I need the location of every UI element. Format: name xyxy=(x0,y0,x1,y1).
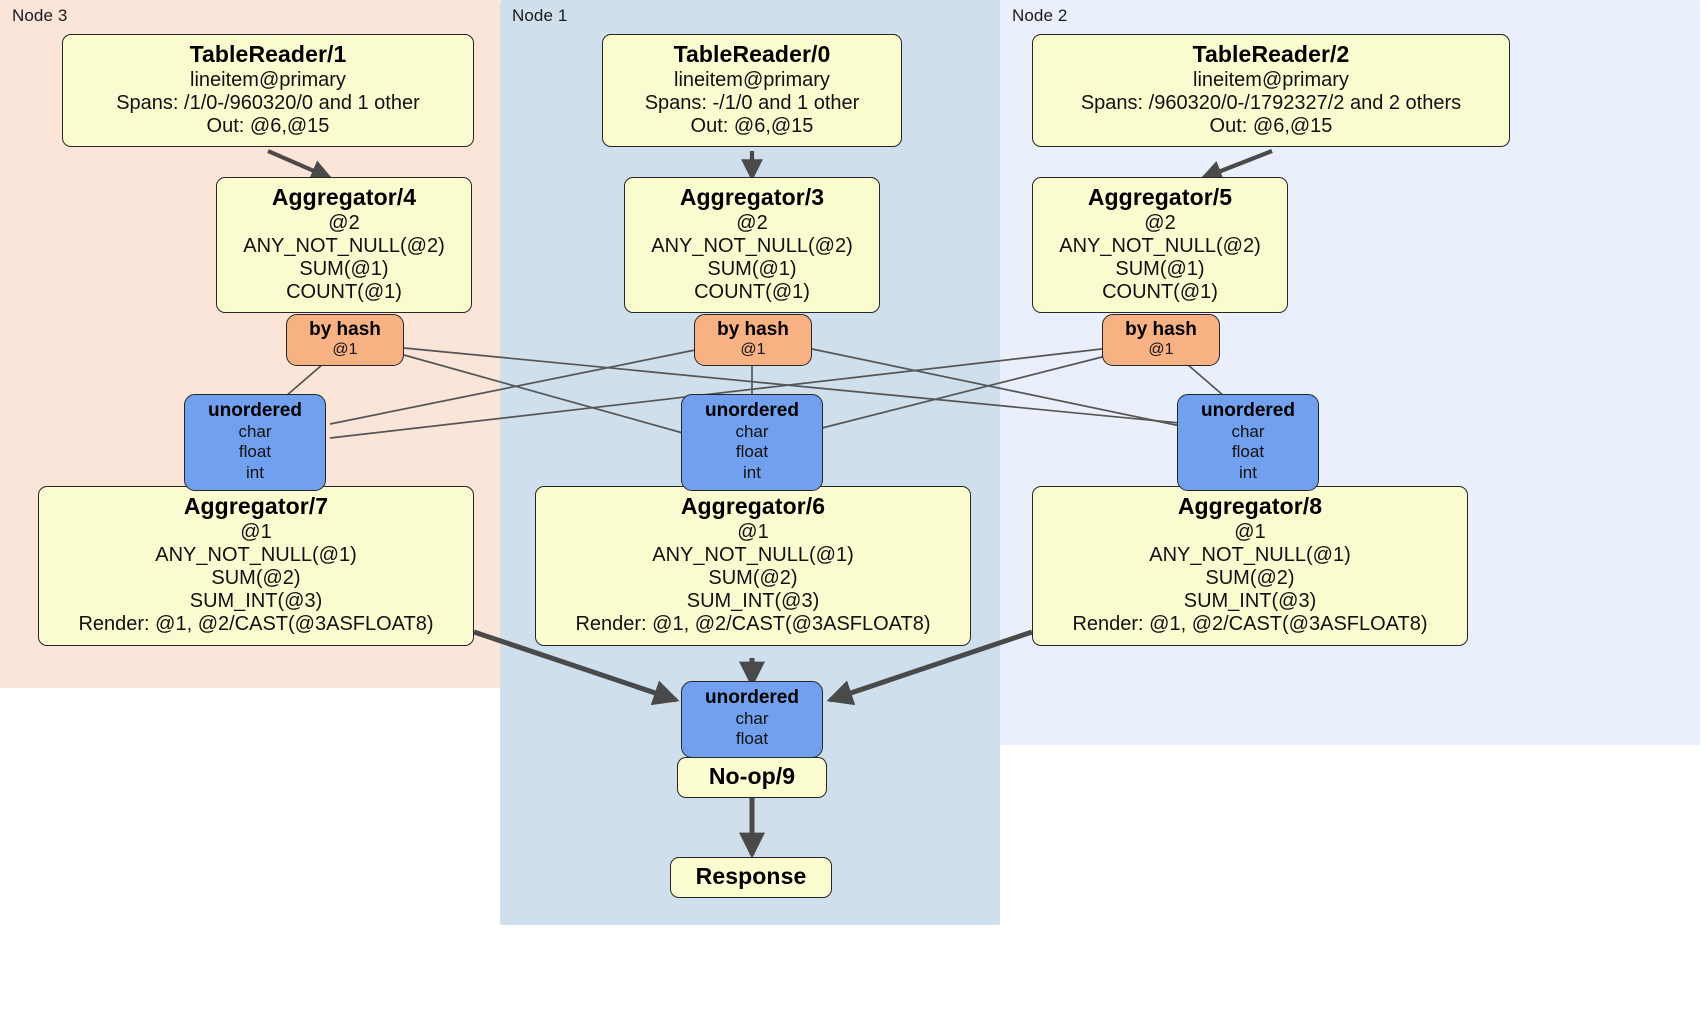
router-title: by hash xyxy=(1125,319,1197,340)
processor-aggregator-5[interactable]: Aggregator/5 @2 ANY_NOT_NULL(@2) SUM(@1)… xyxy=(1032,177,1288,314)
processor-line: @1 xyxy=(737,520,769,543)
processor-title: Aggregator/4 xyxy=(271,184,417,210)
router-by-hash-right[interactable]: by hash @1 xyxy=(1102,314,1220,367)
processor-aggregator-3[interactable]: Aggregator/3 @2 ANY_NOT_NULL(@2) SUM(@1)… xyxy=(624,177,880,314)
processor-line: SUM(@2) xyxy=(211,567,301,590)
processor-line: Out: @6,@15 xyxy=(1209,115,1333,138)
node-panel-label-node2: Node 2 xyxy=(1012,6,1068,25)
processor-response[interactable]: Response xyxy=(670,857,832,898)
processor-table-reader-1[interactable]: TableReader/1 lineitem@primary Spans: /1… xyxy=(62,34,474,148)
processor-aggregator-8[interactable]: Aggregator/8 @1 ANY_NOT_NULL(@1) SUM(@2)… xyxy=(1032,486,1468,646)
router-title: by hash xyxy=(717,319,789,340)
router-line: @1 xyxy=(332,340,358,358)
processor-line: Out: @6,@15 xyxy=(206,115,330,138)
processor-line: lineitem@primary xyxy=(190,68,346,91)
router-line: @1 xyxy=(740,340,766,358)
processor-noop-9[interactable]: No-op/9 xyxy=(677,757,827,798)
synchronizer-line: float xyxy=(238,442,272,462)
processor-title: Aggregator/6 xyxy=(680,493,826,519)
processor-line: ANY_NOT_NULL(@1) xyxy=(1149,543,1351,566)
synchronizer-line: float xyxy=(735,729,769,749)
synchronizer-unordered-center[interactable]: unordered char float int xyxy=(681,394,823,491)
router-by-hash-left[interactable]: by hash @1 xyxy=(286,314,404,367)
node-panel-label-node1: Node 1 xyxy=(512,6,568,25)
processor-title: Response xyxy=(695,863,807,889)
processor-aggregator-7[interactable]: Aggregator/7 @1 ANY_NOT_NULL(@1) SUM(@2)… xyxy=(38,486,474,646)
processor-line: Spans: -/1/0 and 1 other xyxy=(644,91,860,114)
processor-title: TableReader/2 xyxy=(1192,41,1350,67)
processor-render-line: Render: @1, @2/CAST(@3ASFLOAT8) xyxy=(575,613,931,636)
processor-aggregator-4[interactable]: Aggregator/4 @2 ANY_NOT_NULL(@2) SUM(@1)… xyxy=(216,177,472,314)
processor-title: Aggregator/3 xyxy=(679,184,825,210)
synchronizer-title: unordered xyxy=(705,687,799,708)
synchronizer-title: unordered xyxy=(208,400,302,421)
processor-line: ANY_NOT_NULL(@2) xyxy=(1059,234,1261,257)
processor-title: Aggregator/8 xyxy=(1177,493,1323,519)
router-line: @1 xyxy=(1148,340,1174,358)
synchronizer-line: int xyxy=(743,462,761,482)
processor-line: SUM(@1) xyxy=(1115,258,1205,281)
synchronizer-line: char xyxy=(735,709,769,729)
processor-line: ANY_NOT_NULL(@1) xyxy=(652,543,854,566)
processor-title: Aggregator/7 xyxy=(183,493,329,519)
processor-line: Out: @6,@15 xyxy=(690,115,814,138)
synchronizer-unordered-final[interactable]: unordered char float xyxy=(681,681,823,758)
processor-line: Spans: /960320/0-/1792327/2 and 2 others xyxy=(1080,91,1462,114)
processor-line: SUM_INT(@3) xyxy=(686,590,820,613)
processor-table-reader-2[interactable]: TableReader/2 lineitem@primary Spans: /9… xyxy=(1032,34,1510,148)
processor-aggregator-6[interactable]: Aggregator/6 @1 ANY_NOT_NULL(@1) SUM(@2)… xyxy=(535,486,971,646)
synchronizer-title: unordered xyxy=(1201,400,1295,421)
processor-line: SUM(@2) xyxy=(1205,567,1295,590)
processor-line: SUM_INT(@3) xyxy=(1183,590,1317,613)
processor-title: Aggregator/5 xyxy=(1087,184,1233,210)
synchronizer-line: float xyxy=(735,442,769,462)
processor-render-line: Render: @1, @2/CAST(@3ASFLOAT8) xyxy=(1072,613,1428,636)
processor-title: No-op/9 xyxy=(708,763,796,789)
processor-title: TableReader/0 xyxy=(673,41,831,67)
processor-title: TableReader/1 xyxy=(189,41,347,67)
processor-line: SUM(@2) xyxy=(708,567,798,590)
synchronizer-line: char xyxy=(238,422,272,442)
synchronizer-unordered-right[interactable]: unordered char float int xyxy=(1177,394,1319,491)
synchronizer-line: char xyxy=(735,422,769,442)
processor-line: @2 xyxy=(1144,211,1176,234)
processor-line: lineitem@primary xyxy=(674,68,830,91)
processor-line: ANY_NOT_NULL(@2) xyxy=(651,234,853,257)
synchronizer-title: unordered xyxy=(705,400,799,421)
synchronizer-line: int xyxy=(246,462,264,482)
synchronizer-unordered-left[interactable]: unordered char float int xyxy=(184,394,326,491)
processor-line: Spans: /1/0-/960320/0 and 1 other xyxy=(116,91,420,114)
node-panel-label-node3: Node 3 xyxy=(12,6,68,25)
processor-line: SUM_INT(@3) xyxy=(189,590,323,613)
synchronizer-line: char xyxy=(1231,422,1265,442)
processor-line: @1 xyxy=(240,520,272,543)
processor-line: SUM(@1) xyxy=(707,258,797,281)
processor-line: COUNT(@1) xyxy=(694,281,810,304)
synchronizer-line: int xyxy=(1239,462,1257,482)
processor-line: ANY_NOT_NULL(@1) xyxy=(155,543,357,566)
router-by-hash-center[interactable]: by hash @1 xyxy=(694,314,812,367)
router-title: by hash xyxy=(309,319,381,340)
processor-render-line: Render: @1, @2/CAST(@3ASFLOAT8) xyxy=(78,613,434,636)
processor-line: lineitem@primary xyxy=(1193,68,1349,91)
processor-line: COUNT(@1) xyxy=(1102,281,1218,304)
processor-line: @2 xyxy=(328,211,360,234)
synchronizer-line: float xyxy=(1231,442,1265,462)
processor-table-reader-0[interactable]: TableReader/0 lineitem@primary Spans: -/… xyxy=(602,34,902,148)
processor-line: SUM(@1) xyxy=(299,258,389,281)
processor-line: ANY_NOT_NULL(@2) xyxy=(243,234,445,257)
processor-line: COUNT(@1) xyxy=(286,281,402,304)
processor-line: @1 xyxy=(1234,520,1266,543)
processor-line: @2 xyxy=(736,211,768,234)
